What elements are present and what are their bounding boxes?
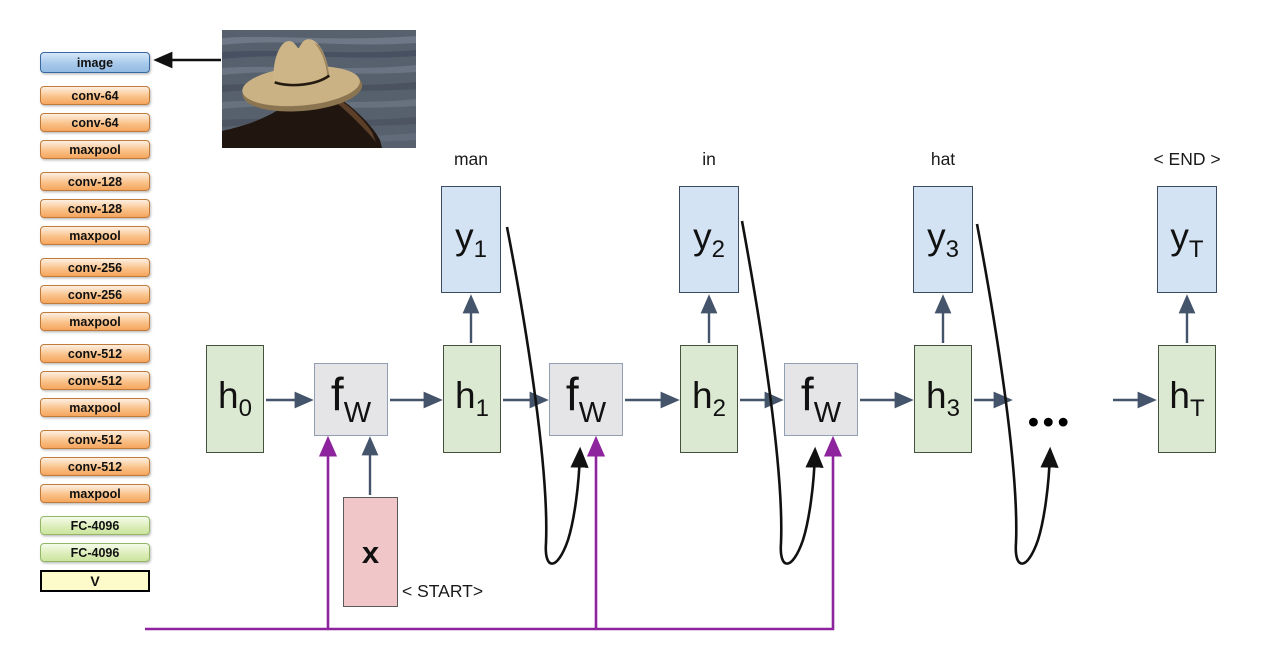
cnn-layer-label: conv-512 [67, 432, 123, 447]
arrow-v-fw3 [145, 435, 843, 631]
h3-label: h3 [926, 375, 960, 422]
cnn-layer-box: FC-4096 [40, 543, 150, 562]
x-input-label: x [361, 534, 380, 570]
photo-man-in-hat [222, 30, 416, 148]
cnn-layer-box: image [40, 52, 150, 73]
yt-box: yT [1157, 186, 1217, 293]
cnn-layer-label: conv-256 [67, 287, 123, 302]
cnn-layer-box: conv-128 [40, 172, 150, 191]
cnn-layer-label: maxpool [69, 314, 121, 329]
fw2-box: fW [549, 363, 623, 436]
cnn-layer-label: conv-512 [67, 346, 123, 361]
y1-box: y1 [441, 186, 501, 293]
cnn-layer-label: conv-512 [67, 373, 123, 388]
cnn-layer-label: maxpool [69, 142, 121, 157]
cnn-layer-label: FC-4096 [70, 518, 120, 533]
h0-box: h0 [206, 345, 264, 453]
fw3-box: fW [784, 363, 858, 436]
fw1-box: fW [314, 363, 388, 436]
h0-label: h0 [218, 375, 252, 422]
h2-label: h2 [692, 375, 726, 422]
photo-illustration [222, 30, 416, 148]
start-token-label: < START> [402, 581, 484, 601]
fw3-label: fW [800, 368, 842, 429]
ht-box: hT [1158, 345, 1216, 453]
ht-label: hT [1169, 375, 1205, 422]
cnn-layer-box: conv-512 [40, 371, 150, 390]
y2-label: y2 [693, 215, 725, 263]
cnn-layer-label: conv-512 [67, 459, 123, 474]
cnn-layer-box: conv-512 [40, 344, 150, 363]
weight-arrows [145, 435, 843, 631]
y3-box: y3 [913, 186, 973, 293]
cnn-layer-label: maxpool [69, 486, 121, 501]
yt-label: yT [1170, 215, 1204, 263]
cnn-layer-box: maxpool [40, 312, 150, 331]
fw1-label: fW [330, 368, 372, 429]
y3-label: y3 [927, 215, 959, 263]
y1-label: y1 [455, 215, 487, 263]
cnn-layer-box: conv-256 [40, 258, 150, 277]
cnn-layer-box: maxpool [40, 398, 150, 417]
h1-label: h1 [455, 375, 489, 422]
straw-hat [242, 39, 363, 112]
cnn-layer-label: conv-128 [67, 201, 123, 216]
y2-box: y2 [679, 186, 739, 293]
fw2-label: fW [565, 368, 607, 429]
cnn-layer-box: conv-256 [40, 285, 150, 304]
cnn-layer-box: conv-64 [40, 86, 150, 105]
cnn-layer-box: maxpool [40, 226, 150, 245]
x-input-box: x [343, 497, 398, 607]
cnn-layer-label: conv-64 [71, 115, 119, 130]
cnn-layer-label: FC-4096 [70, 545, 120, 560]
h1-box: h1 [443, 345, 501, 453]
cnn-layer-box: conv-512 [40, 430, 150, 449]
arrow-y3-next [975, 223, 1059, 565]
cnn-layer-box: conv-512 [40, 457, 150, 476]
cnn-layer-label: maxpool [69, 400, 121, 415]
word-label-1: man [453, 149, 489, 169]
cnn-layer-box: maxpool [40, 484, 150, 503]
h3-box: h3 [914, 345, 972, 453]
cnn-layer-box: maxpool [40, 140, 150, 159]
cnn-layer-box: conv-64 [40, 113, 150, 132]
cnn-layer-label: conv-64 [71, 88, 119, 103]
cnn-layer-box: V [40, 570, 150, 592]
end-token-label: < END > [1153, 149, 1221, 169]
cnn-layer-box: FC-4096 [40, 516, 150, 535]
hat-band [274, 74, 331, 87]
h2-box: h2 [680, 345, 738, 453]
ellipsis-dots: ••• [1028, 404, 1073, 439]
cnn-layer-label: conv-256 [67, 260, 123, 275]
cnn-layer-stack: image conv-64 conv-64 maxpool conv-128 c… [40, 52, 150, 600]
cnn-layer-label: V [90, 573, 100, 589]
word-label-2: in [702, 149, 716, 169]
cnn-layer-label: image [76, 55, 114, 70]
cnn-layer-label: conv-128 [67, 174, 123, 189]
person-shoulder-highlight [338, 100, 376, 142]
cnn-layer-box: conv-128 [40, 199, 150, 218]
word-label-3: hat [930, 149, 956, 169]
cnn-layer-label: maxpool [69, 228, 121, 243]
